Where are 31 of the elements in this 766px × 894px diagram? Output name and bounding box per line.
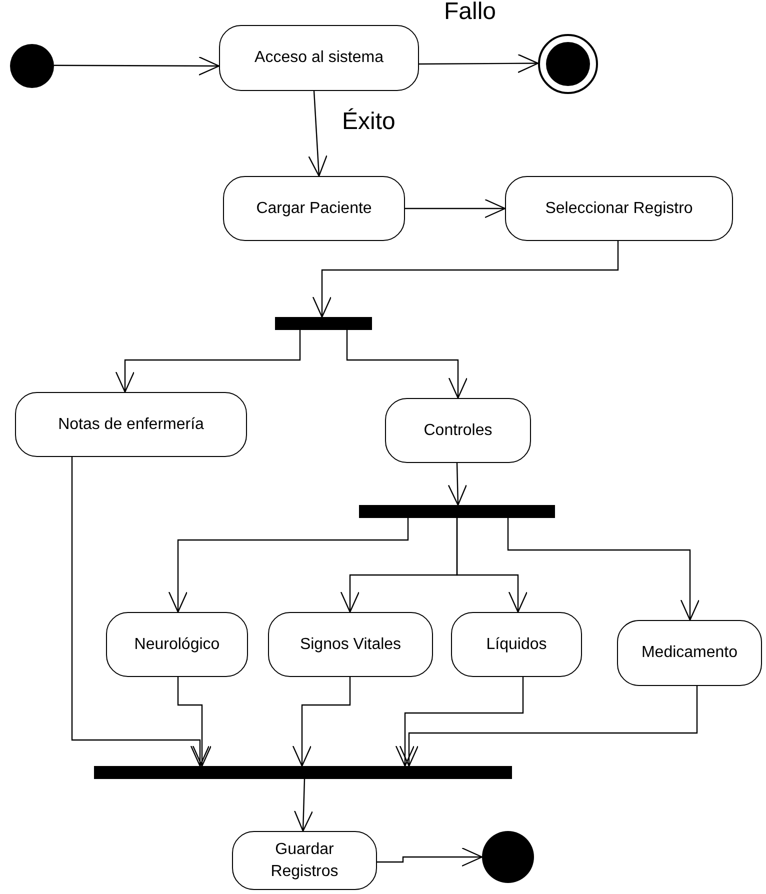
arrow: [395, 677, 524, 767]
activity-box: Neurológico: [106, 612, 248, 677]
arrow: [399, 686, 698, 767]
arrow: [507, 518, 700, 621]
arrow: [294, 778, 314, 832]
arrow: [419, 54, 539, 73]
activity-box: Controles: [385, 398, 531, 463]
arrow: [308, 90, 328, 177]
arrow: [346, 330, 468, 399]
arrow: [292, 677, 351, 767]
sync-bar: [275, 317, 372, 330]
arrow: [448, 462, 468, 506]
arrow: [168, 518, 409, 613]
arrow: [377, 847, 483, 867]
arrow: [312, 241, 619, 318]
activity-box: Líquidos: [451, 612, 582, 677]
sync-bar: [359, 505, 555, 518]
arrow: [54, 56, 220, 76]
arrow: [405, 198, 506, 218]
activity-box: Guardar Registros: [232, 831, 377, 890]
arrow: [177, 677, 212, 767]
arrow: [115, 330, 301, 393]
activity-box: Notas de enfermería: [15, 392, 247, 457]
activity-box: Seleccionar Registro: [505, 176, 733, 241]
activity-box: Acceso al sistema: [219, 25, 419, 91]
arrow: [456, 517, 528, 613]
activity-box: Medicamento: [617, 620, 762, 686]
activity-box: Cargar Paciente: [223, 176, 405, 241]
sync-bar: [94, 766, 512, 779]
activity-box: Signos Vitales: [268, 612, 433, 677]
arrow: [71, 457, 210, 767]
